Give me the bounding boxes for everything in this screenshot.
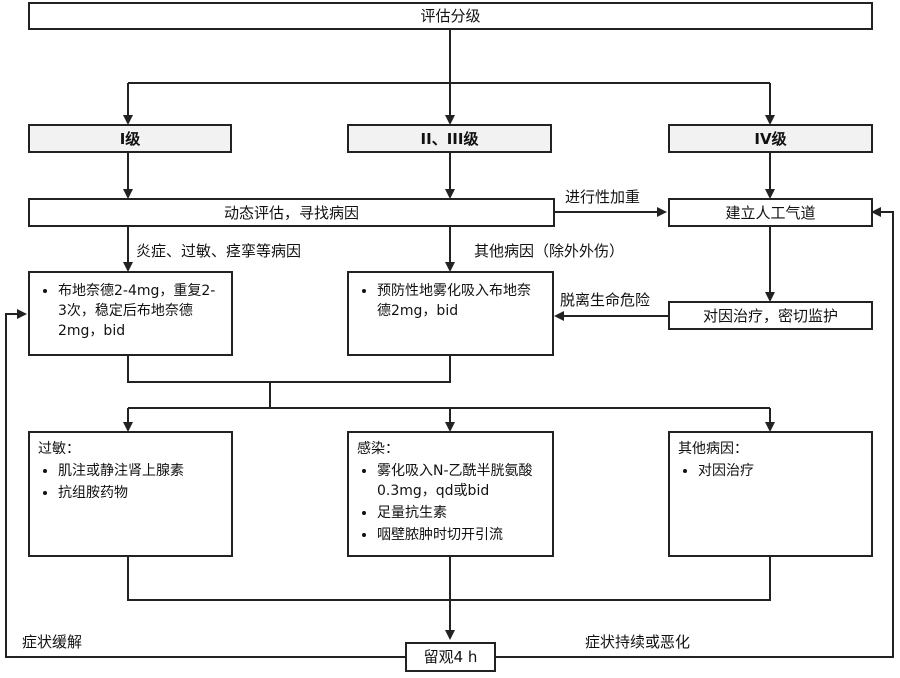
assessment-grading-box: 评估分级 [28, 2, 873, 30]
allergy-item: 抗组胺药物 [58, 483, 223, 503]
infection-item: 足量抗生素 [377, 503, 544, 523]
allergy-box: 过敏： 肌注或静注肾上腺素 抗组胺药物 [28, 431, 233, 557]
level-4-box: IV级 [668, 124, 873, 153]
treatment-box-2: 预防性地雾化吸入布地奈德2mg，bid [347, 271, 554, 356]
treatment-1-item: 布地奈德2-4mg，重复2-3次，稳定后布地奈德2mg，bid [58, 281, 223, 341]
other-cause-item: 对因治疗 [698, 461, 863, 481]
infection-box: 感染： 雾化吸入N-乙酰半胱氨酸0.3mg，qd或bid 足量抗生素 咽壁脓肿时… [347, 431, 554, 557]
treatment-2-item: 预防性地雾化吸入布地奈德2mg，bid [377, 281, 544, 321]
treat-merge-line [127, 356, 451, 383]
observe-box: 留观4 h [405, 642, 496, 672]
other-cause-title: 其他病因： [678, 441, 748, 457]
infection-item: 雾化吸入N-乙酰半胱氨酸0.3mg，qd或bid [377, 461, 544, 501]
level-2-3-box: II、III级 [347, 124, 552, 153]
allergy-item: 肌注或静注肾上腺素 [58, 461, 223, 481]
label-off-danger: 脱离生命危险 [560, 290, 651, 310]
arrow-persist-loop [496, 207, 894, 658]
dynamic-assessment-box: 动态评估，寻找病因 [28, 198, 555, 227]
label-relief: 症状缓解 [22, 632, 83, 652]
level-1-box: I级 [28, 124, 232, 153]
allergy-title: 过敏： [38, 441, 80, 457]
infection-item: 咽壁脓肿时切开引流 [377, 525, 544, 545]
arrow-relief-loop [5, 309, 405, 658]
other-cause-box: 其他病因： 对因治疗 [668, 431, 873, 557]
label-other-cause: 其他病因（除外外伤） [474, 241, 625, 261]
infection-title: 感染： [357, 441, 399, 457]
treatment-box-1: 布地奈德2-4mg，重复2-3次，稳定后布地奈德2mg，bid [28, 271, 233, 356]
label-inflammation: 炎症、过敏、痉挛等病因 [136, 241, 302, 261]
label-persist: 症状持续或恶化 [585, 632, 691, 652]
artificial-airway-box: 建立人工气道 [668, 198, 873, 227]
causal-monitor-box: 对因治疗，密切监护 [668, 301, 873, 330]
label-worsen: 进行性加重 [565, 187, 641, 207]
